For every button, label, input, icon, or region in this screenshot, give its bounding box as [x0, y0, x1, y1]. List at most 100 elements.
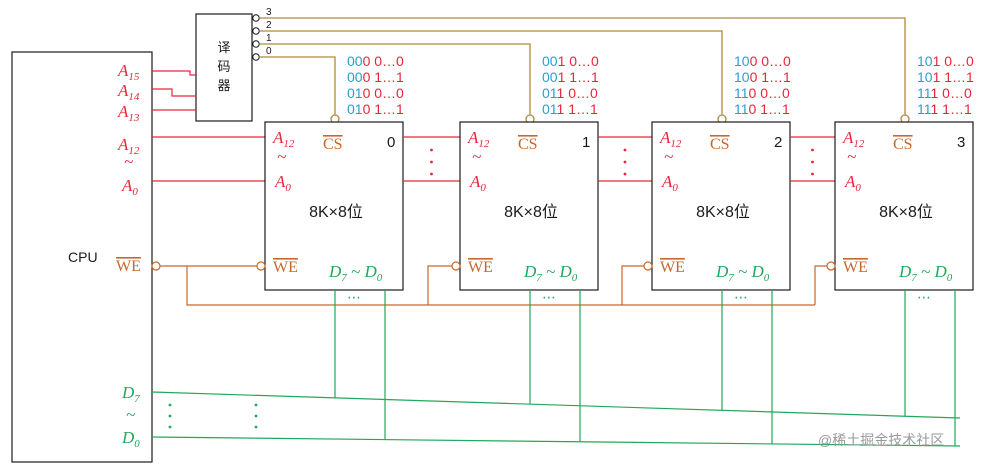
decoder-output-bubbles	[252, 14, 260, 61]
decoder-output-label-3: 3	[266, 7, 272, 18]
cpu-data-tilde: ~	[126, 405, 135, 424]
chip-data-label: D7 ~ D0	[898, 262, 953, 284]
cs-bubbles	[330, 114, 910, 124]
chip-index: 0	[387, 134, 395, 151]
cpu-address-labels: A15 A14 A13 A12 ~ A0	[117, 61, 140, 198]
address-ellipsis-dot	[811, 172, 814, 176]
data-ellipsis-dot	[168, 414, 172, 418]
address-ellipsis-dot	[430, 160, 433, 164]
chip-index: 2	[774, 134, 782, 151]
chip-data-label: D7 ~ D0	[328, 262, 383, 284]
decoder-line-1	[260, 43, 531, 115]
source-watermark: @稀土掘金技术社区	[818, 432, 944, 448]
decoder-label: 译码器	[217, 40, 230, 93]
address-code: 101 1…1	[917, 69, 974, 85]
chip-we-label: WE	[843, 259, 868, 276]
chip-box	[264, 121, 404, 291]
chip-box	[834, 121, 974, 291]
chip-cs-label: CS	[323, 136, 343, 153]
address-code: 001 1…1	[542, 69, 599, 85]
decoder-line-0	[260, 56, 336, 115]
address-ellipsis-dot	[623, 148, 627, 152]
decoder-output-wires	[260, 17, 906, 115]
cpu-we-label: WE	[116, 258, 141, 275]
address-ellipsis-dot	[430, 172, 433, 176]
address-code: 000 1…1	[347, 69, 404, 85]
cpu-a14-label: A14	[117, 81, 140, 103]
cpu-a15-label: A15	[117, 61, 140, 83]
cpu-a0-label: A0	[121, 176, 138, 198]
we-bus-trunk	[186, 266, 815, 306]
cpu-a13-label: A13	[117, 102, 140, 124]
chip-cs-label: CS	[710, 136, 730, 153]
cpu-label: CPU	[68, 249, 98, 265]
decoder-box	[195, 13, 253, 122]
data-ellipsis-dot	[254, 425, 258, 429]
chip-data-ellipsis: ⋯	[347, 289, 361, 305]
data-bus-d7	[151, 391, 961, 419]
chip-data-ellipsis: ⋯	[734, 289, 748, 305]
address-code: 010 0…0	[347, 85, 404, 101]
cpu-address-tilde: ~	[124, 152, 133, 171]
data-bus	[151, 391, 961, 447]
a15-wire	[152, 70, 196, 76]
address-code: 010 1…1	[347, 101, 404, 117]
we-wire-1	[427, 265, 458, 305]
chip-cs-label: CS	[518, 136, 538, 153]
data-bus-d0	[151, 436, 961, 447]
address-code: 111 0…0	[917, 85, 972, 101]
address-ellipsis-dot	[623, 160, 627, 164]
address-ellipsis-dot	[811, 148, 814, 152]
chip-data-label: D7 ~ D0	[523, 262, 578, 284]
chip-we-label: WE	[660, 259, 685, 276]
data-ellipsis-dot	[168, 425, 172, 429]
we-wire-2	[621, 265, 650, 305]
chip-address-tilde: ~	[277, 147, 286, 166]
chip-box	[651, 121, 791, 291]
cpu-box	[11, 51, 153, 463]
chip-capacity-label: 8K×8位	[309, 203, 363, 221]
we-wire-3	[814, 265, 830, 305]
data-ellipsis-dot	[168, 403, 172, 407]
address-code: 101 0…0	[917, 53, 974, 69]
chip-we-bubble	[451, 261, 461, 271]
address-code: 110 0…0	[734, 85, 790, 101]
cpu-d0-label: D0	[121, 428, 140, 450]
decoder-output-label-2: 2	[266, 20, 272, 31]
cpu-d7-label: D7	[121, 383, 140, 405]
data-ellipsis-dot	[254, 403, 258, 407]
chip-capacity-label: 8K×8位	[504, 203, 558, 221]
we-bus	[160, 265, 830, 306]
chip-cs-label: CS	[893, 136, 913, 153]
decoder-line-3	[260, 17, 906, 115]
decoder-output-labels: 3 2 1 0	[266, 7, 272, 57]
chip-data-label: D7 ~ D0	[715, 262, 770, 284]
chip-address-tilde: ~	[472, 147, 481, 166]
chip-box	[459, 121, 599, 291]
chip-capacity-label: 8K×8位	[879, 203, 933, 221]
chip-we-bubble	[643, 261, 653, 271]
chip-data-ellipsis: ⋯	[542, 289, 556, 305]
address-code: 011 1…1	[542, 101, 598, 117]
address-ellipsis-dot	[623, 172, 627, 176]
cpu-we-bubble	[151, 261, 161, 271]
decoder-output-label-0: 0	[266, 46, 272, 57]
chip-we-bubble	[256, 261, 266, 271]
address-code: 011 0…0	[542, 85, 598, 101]
chip-we-label: WE	[273, 259, 298, 276]
decoder-line-2	[260, 30, 723, 115]
address-code: 001 0…0	[542, 53, 599, 69]
chip-index: 3	[957, 134, 965, 151]
chip-address-tilde: ~	[664, 147, 673, 166]
cpu-data-ellipsis	[168, 403, 258, 429]
address-code: 000 0…0	[347, 53, 404, 69]
